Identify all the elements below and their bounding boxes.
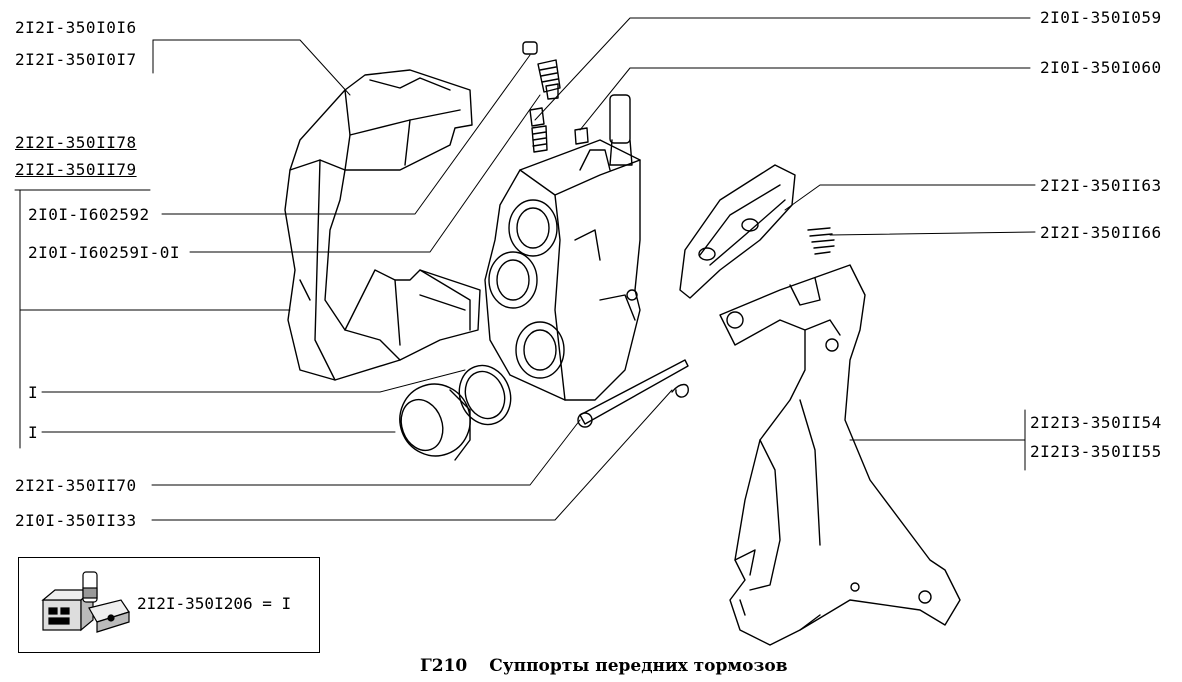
label-2121-3501016: 2I2I-350I0I6 — [15, 18, 137, 37]
pad-spring-drawing — [807, 227, 835, 255]
label-2101-3501133: 2I0I-350II33 — [15, 511, 137, 530]
caliper-body-drawing — [284, 69, 481, 381]
label-2101-3501059: 2I0I-350I059 — [1040, 8, 1162, 27]
label-kit-ref-1: I — [28, 383, 39, 402]
label-2121-3501178: 2I2I-350II78 — [15, 133, 137, 152]
figure-code: Г210 — [420, 656, 468, 676]
figure-caption: Г210 Суппорты передних тормозов — [420, 656, 788, 676]
label-2121-3501166: 2I2I-350II66 — [1040, 223, 1162, 242]
leader-lines — [14, 17, 1036, 521]
label-2121-3501179: 2I2I-350II79 — [15, 160, 137, 179]
label-21213-3501155: 2I2I3-350II55 — [1030, 442, 1162, 461]
label-2101-1602592: 2I0I-I602592 — [28, 205, 150, 224]
piston-seal-drawing — [399, 364, 512, 461]
repair-kit-icon — [41, 571, 130, 633]
label-2121-3501163: 2I2I-350II63 — [1040, 176, 1162, 195]
repair-kit-label: 2I2I-350I206 = I — [137, 594, 292, 613]
label-2101-3501060: 2I0I-350I060 — [1040, 58, 1162, 77]
figure-title: Суппорты передних тормозов — [489, 656, 788, 676]
label-2121-3501017: 2I2I-350I0I7 — [15, 50, 137, 69]
label-kit-ref-2: I — [28, 423, 39, 442]
pad-plate-drawing — [679, 164, 796, 299]
label-2101-1602591-01: 2I0I-I60259I-0I — [28, 243, 180, 262]
bleeder-parts-drawing — [522, 41, 589, 153]
label-21213-3501154: 2I2I3-350II54 — [1030, 413, 1162, 432]
caliper-bracket-drawing — [719, 264, 961, 646]
label-2121-3501170: 2I2I-350II70 — [15, 476, 137, 495]
guide-pin-drawing — [577, 359, 689, 428]
piston-housing-drawing — [484, 94, 641, 401]
repair-kit-box: 2I2I-350I206 = I — [18, 557, 320, 653]
